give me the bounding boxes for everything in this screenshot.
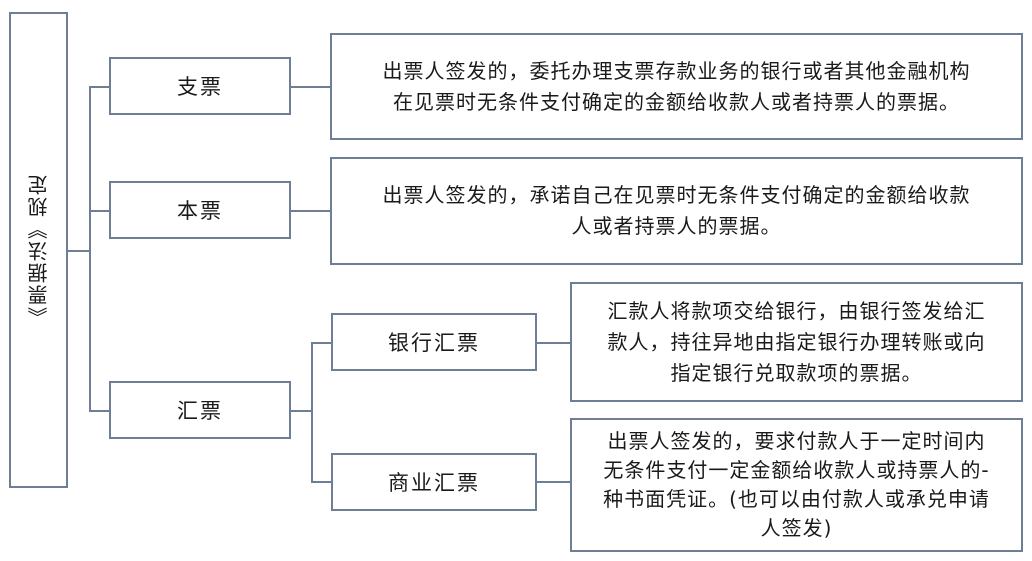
desc-yinhang-huipiao-text: 汇款人将款项交给银行，由银行签发给汇 款人，持往异地由指定银行办理转账或向 指定… bbox=[607, 298, 986, 385]
desc-shangye-huipiao: 出票人签发的，要求付款人于一定时间内 无条件支付一定金额给收款人或持票人的- 种… bbox=[570, 418, 1023, 552]
root-label: 《票据法》规定 bbox=[27, 173, 51, 327]
node-huipiao-label: 汇票 bbox=[177, 399, 223, 423]
node-benpiao: 本票 bbox=[109, 181, 291, 239]
node-zhipiao: 支票 bbox=[109, 57, 291, 115]
connector-desc-yinhang bbox=[536, 342, 570, 344]
desc-zhipiao-text: 出票人签发的，委托办理支票存款业务的银行或者其他金融机构 在见票时无条件支付确定… bbox=[382, 58, 971, 114]
desc-benpiao-text: 出票人签发的，承诺自己在见票时无条件支付确定的金额给收款 人或者持票人的票据。 bbox=[382, 183, 971, 238]
desc-shangye-huipiao-text: 出票人签发的，要求付款人于一定时间内 无条件支付一定金额给收款人或持票人的- 种… bbox=[603, 429, 990, 540]
desc-yinhang-huipiao: 汇款人将款项交给银行，由银行签发给汇 款人，持往异地由指定银行办理转账或向 指定… bbox=[570, 282, 1023, 402]
connector-branch-huipiao bbox=[89, 410, 109, 412]
node-shangye-huipiao-label: 商业汇票 bbox=[388, 471, 480, 495]
connector-branch-benpiao bbox=[89, 210, 109, 212]
connector-branch-shangye bbox=[311, 481, 331, 483]
node-benpiao-label: 本票 bbox=[177, 199, 223, 223]
connector-root bbox=[68, 250, 90, 252]
node-shangye-huipiao: 商业汇票 bbox=[331, 453, 537, 511]
connector-desc-shangye bbox=[536, 481, 570, 483]
connector-branch-zhipiao bbox=[89, 86, 109, 88]
root-node: 《票据法》规定 bbox=[9, 12, 68, 488]
node-huipiao: 汇票 bbox=[109, 381, 291, 439]
node-yinhang-huipiao-label: 银行汇票 bbox=[388, 331, 480, 355]
desc-benpiao: 出票人签发的，承诺自己在见票时无条件支付确定的金额给收款 人或者持票人的票据。 bbox=[330, 157, 1023, 265]
connector-huipiao-out bbox=[290, 410, 312, 412]
node-zhipiao-label: 支票 bbox=[177, 75, 223, 99]
connector-desc-zhipiao bbox=[290, 86, 330, 88]
connector-branch-yinhang bbox=[311, 342, 331, 344]
desc-zhipiao: 出票人签发的，委托办理支票存款业务的银行或者其他金融机构 在见票时无条件支付确定… bbox=[330, 33, 1023, 140]
connector-desc-benpiao bbox=[290, 210, 330, 212]
node-yinhang-huipiao: 银行汇票 bbox=[331, 313, 537, 371]
connector-huipiao-trunk bbox=[311, 342, 313, 483]
connector-trunk bbox=[89, 86, 91, 411]
